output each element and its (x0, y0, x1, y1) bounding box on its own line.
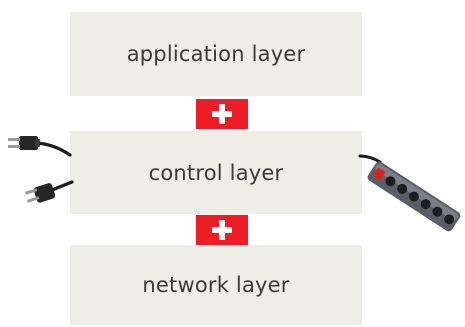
application-layer-label: application layer (126, 42, 306, 66)
power-strip-icon (358, 154, 461, 232)
plus-connector-icon (196, 99, 248, 129)
power-plug-icon (8, 136, 72, 157)
power-plug-icon (24, 180, 74, 203)
plus-connector-icon (196, 215, 248, 245)
network-layer-label: network layer (142, 273, 290, 297)
control-layer-box: control layer (70, 131, 362, 214)
control-layer-label: control layer (148, 160, 284, 185)
network-layer-box: network layer (70, 245, 362, 325)
application-layer-box: application layer (70, 12, 362, 96)
